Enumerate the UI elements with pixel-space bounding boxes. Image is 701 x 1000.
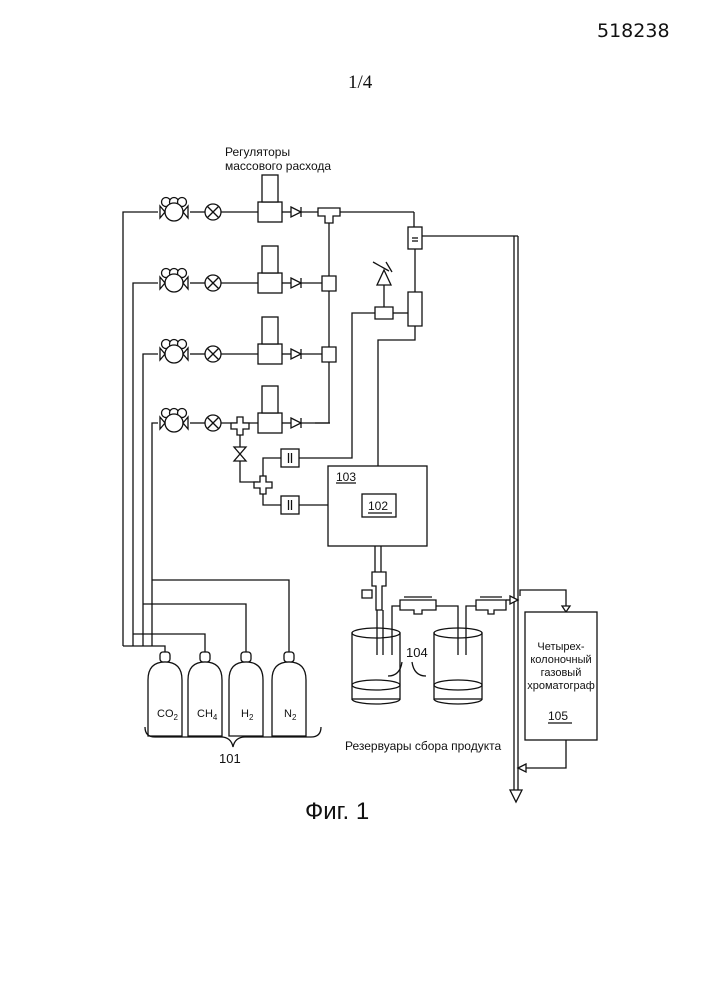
vent-arrow-icon [510,790,522,802]
check-valve-icon [291,349,301,359]
safety-valve-icon [377,270,391,285]
pressure-regulator-icon [160,269,188,293]
filter-icon [281,496,299,514]
mass-flow-label-line1: Регуляторы [225,145,290,159]
mass-flow-controller-icon [258,317,282,364]
figure-caption: Фиг. 1 [305,798,369,826]
gas-manifold [315,208,414,423]
reservoirs-caption: Резервуары сбора продукта [345,739,501,753]
pressure-regulator-icon [160,198,188,222]
chromatograph-number: 105 [548,709,568,723]
valve-icon [205,346,221,362]
chromatograph-label-line3: газовый [541,667,582,679]
tee-fitting-icon [408,292,422,326]
chromatograph-label-line4: хроматограф [527,680,595,692]
tee-fitting-icon [400,600,436,614]
gas-cylinder-ch4: CH4 [188,652,222,736]
valve-icon [205,415,221,431]
reservoirs-number: 104 [406,645,428,660]
pressure-regulator-icon [160,340,188,364]
gas-cylinder-h2: H2 [229,652,263,736]
upper-right-piping [373,212,518,466]
check-valve-icon [291,207,301,217]
analysis-section: Четырех- колоночный газовый хроматограф … [510,236,597,802]
needle-valve-icon [234,447,246,461]
unit-103-label: 103 [336,470,356,484]
gas-cylinders: CO2 CH4 H2 N2 101 [145,652,321,766]
cross-fitting-icon [254,476,272,494]
chromatograph-label-line2: колоночный [530,654,591,666]
mass-flow-controller-icon [258,246,282,293]
mass-flow-controller-icon [258,175,282,222]
check-valve-icon [291,278,301,288]
product-reservoirs: 104 Резервуары сбора продукта [345,597,516,753]
gas-line-n2 [152,386,330,646]
check-valve-icon [291,418,301,428]
cross-fitting-icon [231,417,249,435]
cylinders-number: 101 [219,751,241,766]
mass-flow-controller-icon [258,386,282,433]
cylinder-lines [123,580,289,652]
filter-icon [281,449,299,467]
gas-line-ch4 [133,246,322,646]
reactor-unit: 103 102 [328,466,427,610]
chromatograph-label-line1: Четырех- [537,641,585,653]
pressure-regulator-icon [160,409,188,433]
valve-icon [205,204,221,220]
unit-102-label: 102 [368,499,388,513]
gas-cylinder-n2: N2 [272,652,306,736]
mass-flow-label-line2: массового расхода [225,159,331,173]
tee-fitting-icon [476,600,506,614]
valve-icon [205,275,221,291]
gas-cylinder-co2: CO2 [148,652,182,736]
gas-line-h2 [143,317,322,646]
